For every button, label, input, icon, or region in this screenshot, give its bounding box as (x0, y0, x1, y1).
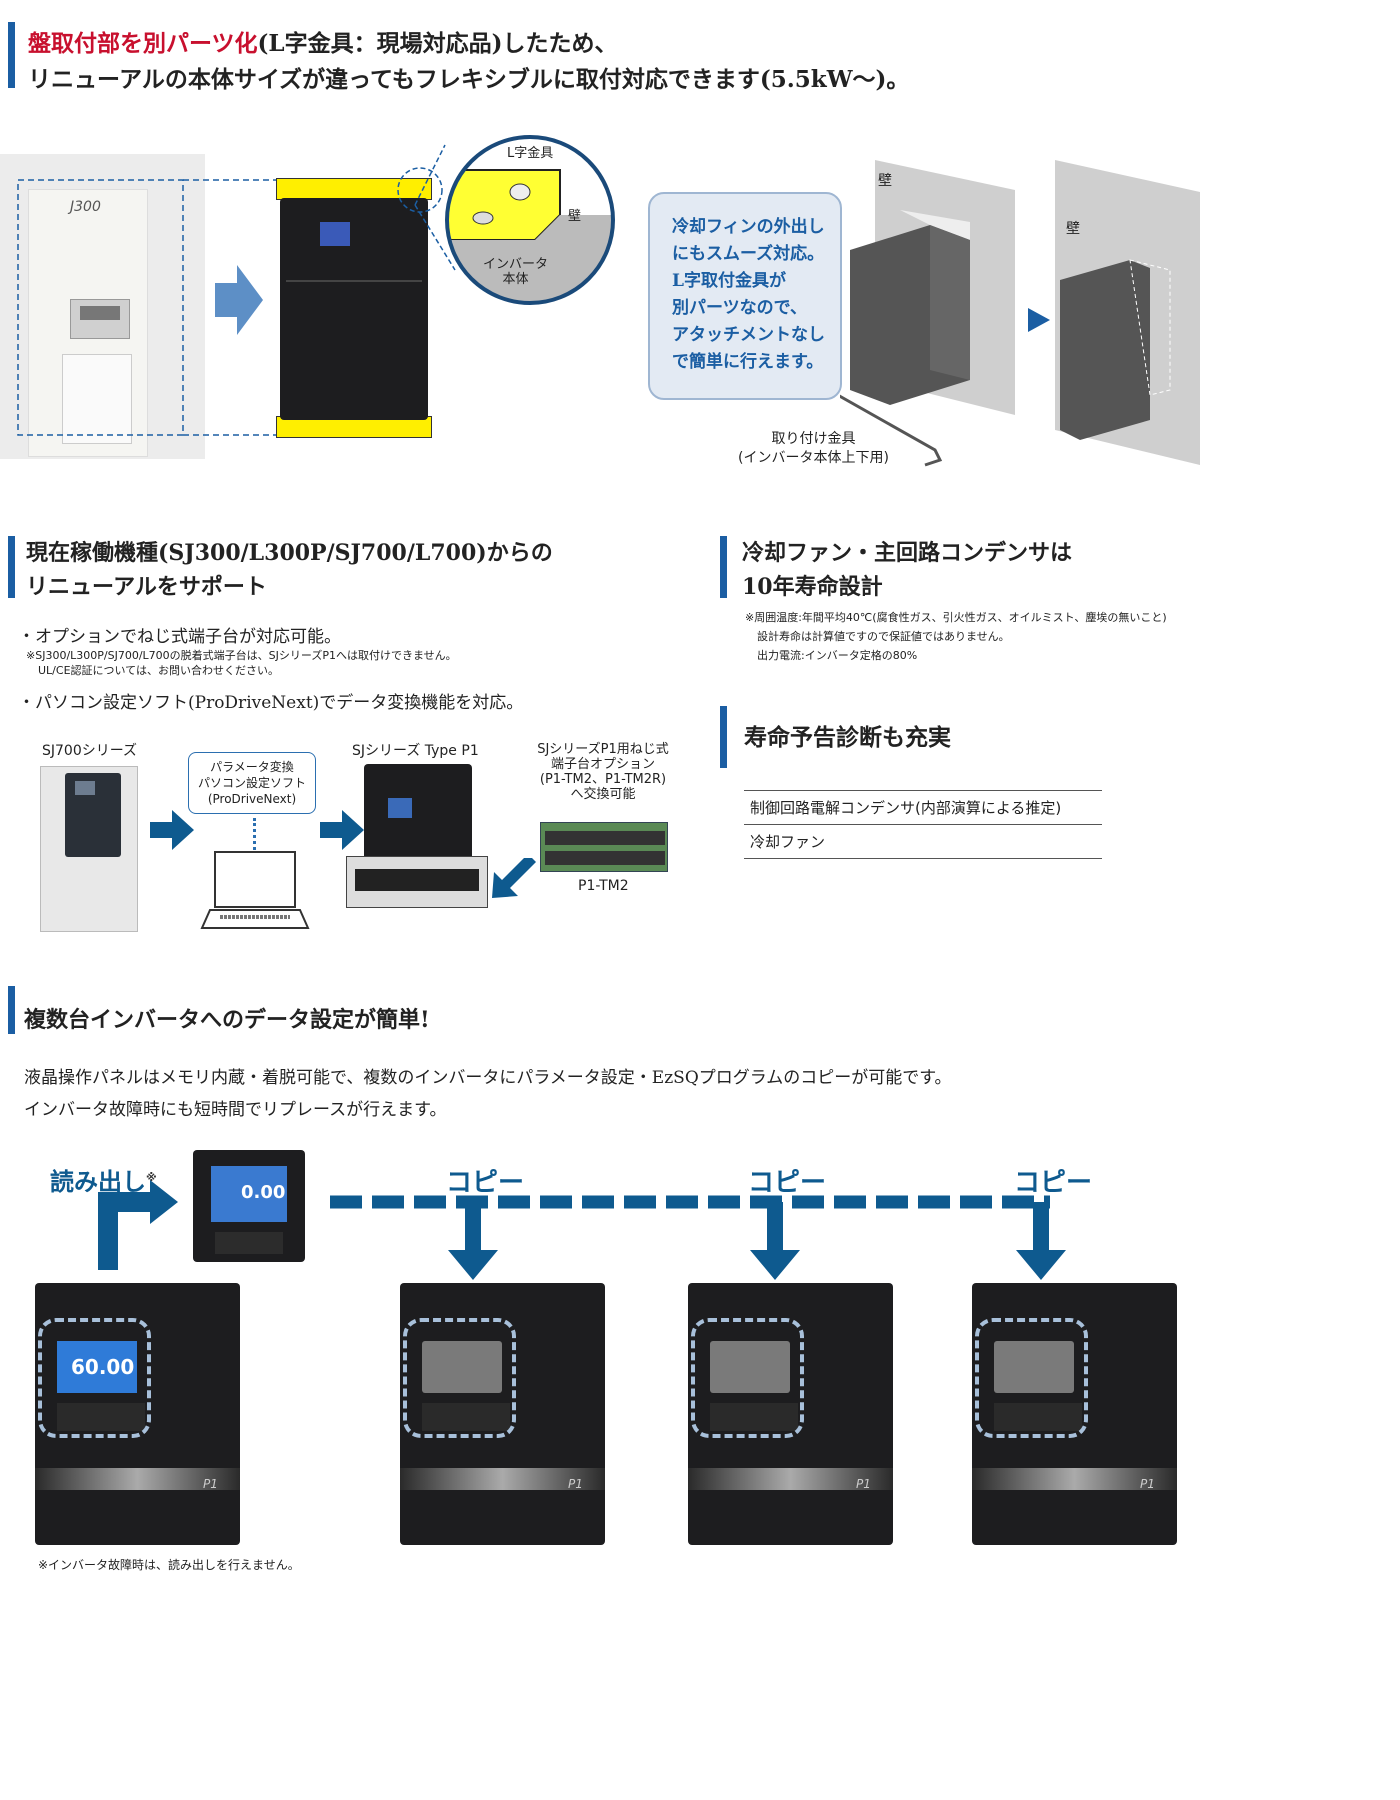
section5-description: 液晶操作パネルはメモリ内蔵・着脱可能で、複数のインバータにパラメータ設定・EzS… (24, 1068, 952, 1120)
panel-highlight (975, 1318, 1088, 1438)
sj700-image (40, 766, 138, 932)
copy-flow-arrows (98, 1180, 1066, 1280)
section3-title: 冷却ファン・主回路コンデンサは 10年寿命設計 (742, 540, 1073, 600)
target-inverter-3: P1 (972, 1283, 1177, 1545)
section5-footnote: ※インバータ故障時は、読み出しを行えません。 (38, 1558, 300, 1572)
copy-label-2: コピー (748, 1168, 827, 1198)
mount-bracket-label: 取り付け金具 (インバータ本体上下用) (738, 431, 889, 466)
copy-label-1: コピー (446, 1168, 525, 1198)
section1-title-line1: 盤取付部を別パーツ化(L字金具：現場対応品)したため、 (28, 24, 617, 58)
section4-title: 寿命予告診断も充実 (744, 724, 951, 751)
new-inverter-image (276, 178, 432, 438)
p1-label: SJシリーズ Type P1 (352, 743, 479, 759)
panel-highlight (38, 1318, 151, 1438)
section3-accent-bar (720, 536, 727, 598)
section4-accent-bar (720, 706, 727, 768)
old-inverter-photo: J300 (0, 154, 205, 459)
section5-title: 複数台インバータへのデータ設定が簡単! (24, 1007, 430, 1033)
arrow-right-icon (320, 810, 364, 850)
title-rest: (L字金具：現場対応品)したため、 (257, 30, 618, 57)
copy-label-3: コピー (1014, 1168, 1093, 1198)
section2-bullet1: ・オプションでねじ式端子台が対応可能。 (18, 627, 341, 647)
wall-mount-illustration (840, 160, 1200, 467)
label-inverter-body: インバータ本体 (483, 257, 549, 287)
operator-panel-image: 0.00 (193, 1150, 305, 1262)
section1-title-line2: リニューアルの本体サイズが違ってもフレキシブルに取付対応できます(5.5kW〜)… (28, 66, 910, 93)
outline-dashes (17, 179, 285, 436)
arrow-right-icon (215, 265, 263, 335)
panel-highlight (403, 1318, 516, 1438)
section5-accent-bar (8, 986, 15, 1034)
section2-title: 現在稼働機種(SJ300/L300P/SJ700/L700)からの リニューアル… (26, 540, 553, 600)
p1-tm2-label: P1-TM2 (578, 878, 629, 894)
label-wall: 壁 (568, 209, 582, 224)
section2-accent-bar (8, 536, 15, 598)
wall-label-right: 壁 (1066, 221, 1080, 237)
wall-label-left: 壁 (878, 173, 892, 189)
p1-image (364, 764, 472, 860)
software-callout: パラメータ変換 パソコン設定ソフト (ProDriveNext) (188, 752, 316, 814)
diagnosis-row: 制御回路電解コンデンサ(内部演算による推定) (744, 790, 1102, 825)
target-inverter-1: P1 (400, 1283, 605, 1545)
section1-accent-bar (8, 22, 15, 88)
dotted-connector (253, 818, 256, 850)
p1-tm2-board-image (540, 822, 668, 872)
section3-notes: ※周囲温度:年間平均40℃(腐食性ガス、引火性ガス、オイルミスト、塵埃の無いこと… (745, 611, 1167, 662)
panel-highlight (691, 1318, 804, 1438)
terminal-block-image (346, 856, 488, 908)
label-bracket: L字金具 (507, 146, 554, 161)
read-label: 読み出し※ (50, 1168, 157, 1196)
option-label: SJシリーズP1用ねじ式 端子台オプション (P1-TM2、P1-TM2R) へ… (537, 742, 669, 802)
panel-display-value: 0.00 (241, 1182, 286, 1203)
old-model-label: J300 (70, 199, 101, 215)
bracket-zoom-circle (397, 135, 615, 305)
arrow-down-left-icon (492, 858, 536, 898)
cooling-fin-callout: 冷却フィンの外出し にもスムーズ対応。 L字取付金具が 別パーツなので、 アタッ… (648, 192, 842, 400)
arrow-right-icon (150, 810, 194, 850)
laptop-icon (200, 851, 310, 929)
diagnosis-table: 制御回路電解コンデンサ(内部演算による推定) 冷却ファン (744, 790, 1102, 859)
title-highlight: 盤取付部を別パーツ化 (28, 30, 258, 57)
callout-text: 冷却フィンの外出し にもスムーズ対応。 L字取付金具が 別パーツなので、 アタッ… (672, 217, 825, 372)
section2-note1: ※SJ300/L300P/SJ700/L700の脱着式端子台は、SJシリーズP1… (26, 649, 457, 677)
section2-bullet2: ・パソコン設定ソフト(ProDriveNext)でデータ変換機能を対応。 (18, 693, 524, 713)
source-display-value: 60.00 (71, 1355, 135, 1379)
diagnosis-row: 冷却ファン (744, 825, 1102, 859)
sj700-label: SJ700シリーズ (42, 743, 138, 759)
